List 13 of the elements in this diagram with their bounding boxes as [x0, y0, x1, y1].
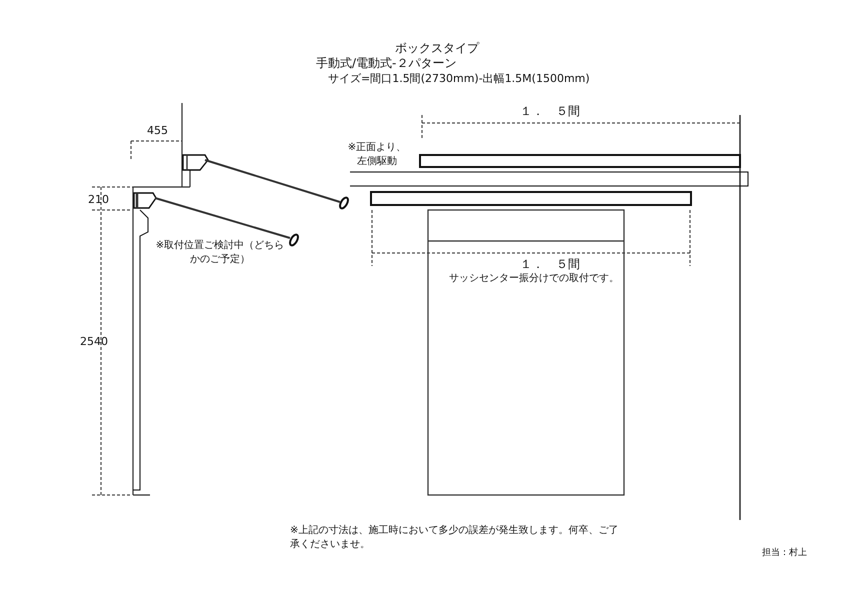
dimension-label: １． ５間 [520, 257, 580, 271]
size-text: サイズ=間口1.5間(2730mm)-出幅1.5M(1500mm) [328, 72, 590, 86]
note-text: ※正面より、左側駆動 [346, 141, 408, 169]
subtitle: 手動式/電動式-２パターン [316, 56, 456, 70]
person-in-charge: 担当：村上 [762, 546, 807, 560]
dimension-label: 455 [147, 124, 168, 138]
title: ボックスタイプ [395, 41, 479, 55]
dimension-label: １． ５間 [520, 104, 580, 118]
dimension-label: 2540 [80, 335, 108, 349]
note-text: サッシセンター振分けでの取付です。 [449, 272, 619, 286]
note-text: ※取付位置ご検討中（どちらかのご予定） [155, 239, 285, 267]
note-text: ※上記の寸法は、施工時において多少の誤差が発生致します。何卒、ご了承くださいませ。 [290, 524, 620, 552]
dimension-label: 210 [88, 193, 109, 207]
